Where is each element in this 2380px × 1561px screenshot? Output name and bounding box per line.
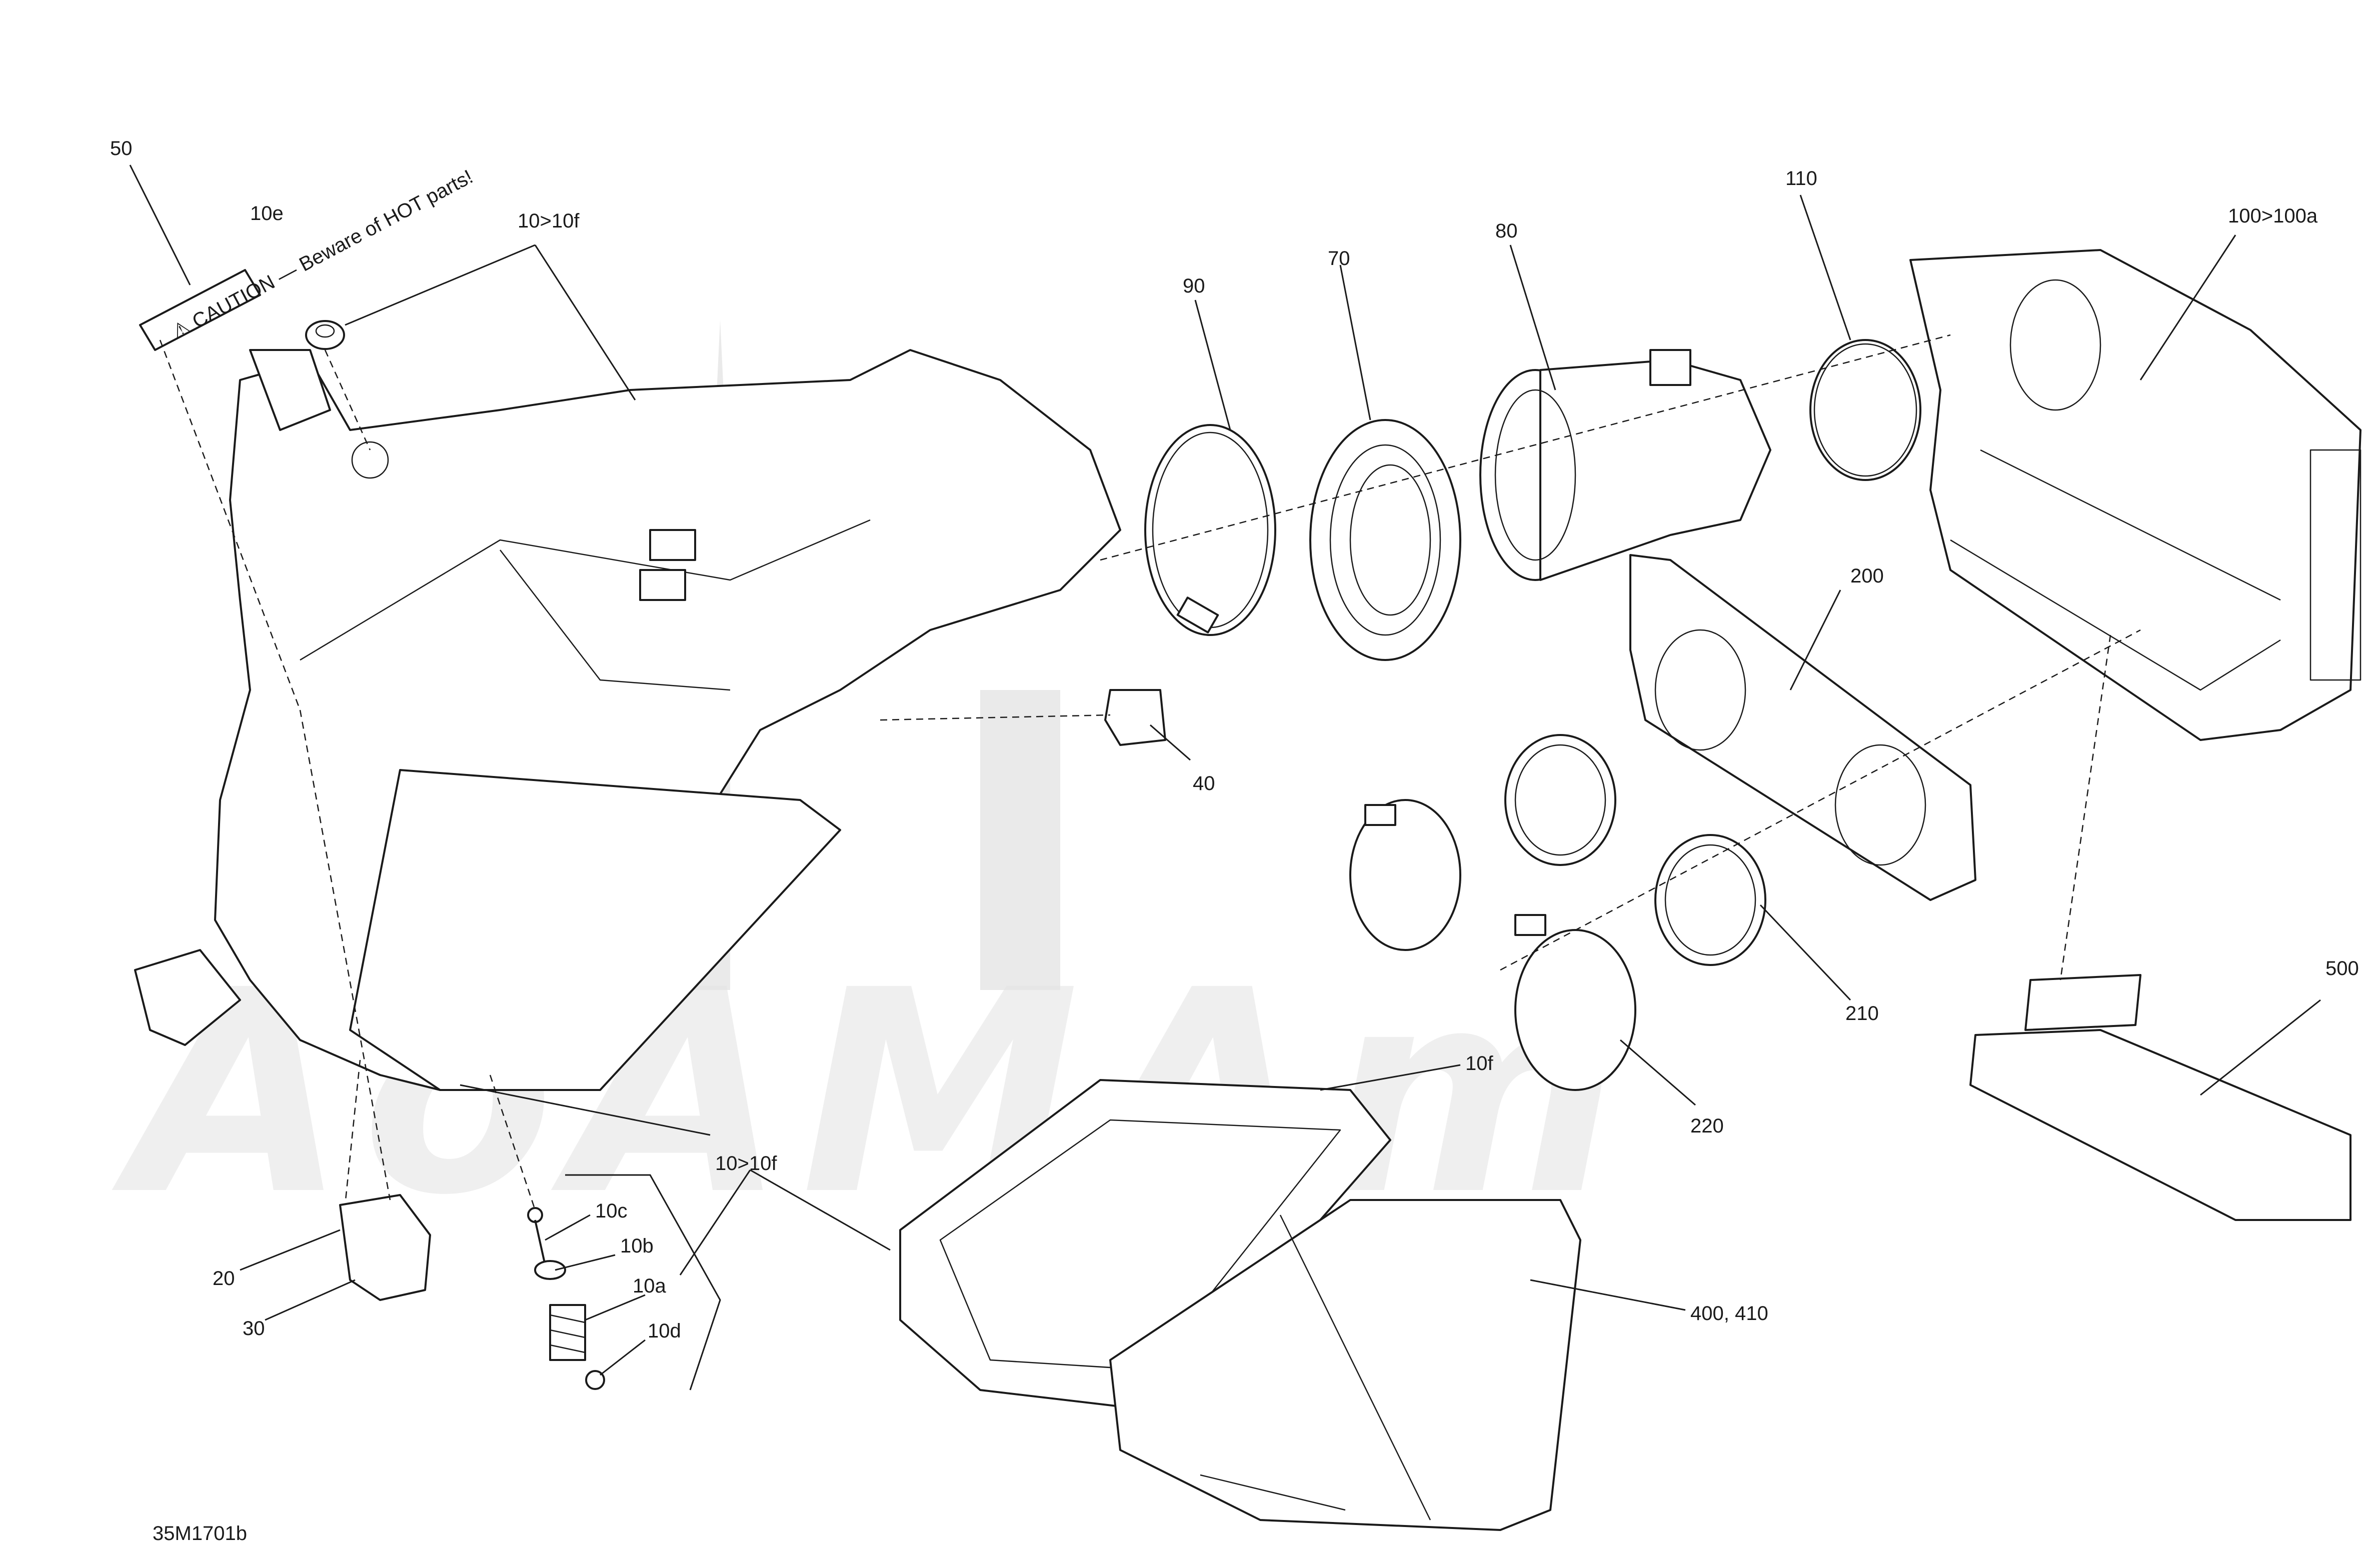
air-filter-400 xyxy=(1109,1199,1581,1531)
airbox-cover-100 xyxy=(1909,249,2361,741)
plate-200 xyxy=(1629,554,1976,901)
o-ring-110 xyxy=(1809,339,1921,481)
clamp-40 xyxy=(1104,689,1166,746)
callout-10b: 10b xyxy=(620,1235,654,1257)
callout-10f: 10f xyxy=(1465,1052,1493,1074)
clamp-220-a xyxy=(1349,799,1461,951)
callout-10e: 10e xyxy=(250,202,284,224)
callout-220: 220 xyxy=(1690,1115,1724,1137)
callout-30: 30 xyxy=(243,1318,265,1340)
callout-20: 20 xyxy=(213,1268,235,1290)
assembly-axes xyxy=(159,334,2141,1210)
callout-400-410: 400, 410 xyxy=(1690,1302,1768,1324)
callout-80: 80 xyxy=(1495,220,1518,242)
callout-10a: 10a xyxy=(633,1275,666,1297)
callout-100-100a: 100>100a xyxy=(2228,205,2318,227)
airbox-housing xyxy=(134,349,1121,1091)
sleeve-210-a xyxy=(1504,734,1616,866)
callout-50: 50 xyxy=(110,138,133,160)
drawing-number: 35M1701b xyxy=(153,1522,247,1544)
caution-decal: ⚠ CAUTION — Beware of HOT parts! xyxy=(139,166,477,351)
intake-tube-80 xyxy=(1479,349,1771,581)
sleeve-210-b xyxy=(1654,834,1766,966)
callout-90: 90 xyxy=(1183,275,1205,297)
decal-text: ⚠ CAUTION — Beware of HOT parts! xyxy=(168,166,477,344)
callout-10c: 10c xyxy=(595,1200,628,1222)
grommet-10e xyxy=(305,320,345,350)
tape-500 xyxy=(1969,974,2351,1221)
clip-20-30 xyxy=(339,1194,431,1301)
callout-70: 70 xyxy=(1328,248,1350,270)
callout-110: 110 xyxy=(1785,168,1817,190)
callout-200: 200 xyxy=(1850,565,1884,587)
adaptor-70 xyxy=(1309,419,1461,661)
callout-10d: 10d xyxy=(648,1320,681,1342)
callout-210: 210 xyxy=(1845,1002,1879,1024)
clamp-90 xyxy=(1144,424,1276,636)
callout-10-10f-bottom: 10>10f xyxy=(715,1152,777,1174)
hardware-10a-10d xyxy=(527,1207,605,1390)
callout-500: 500 xyxy=(2325,958,2359,980)
callout-40: 40 xyxy=(1193,772,1215,794)
callout-10-10f-top: 10>10f xyxy=(518,210,580,232)
leader-lines xyxy=(129,164,2321,1390)
callout-labels: 50 10e 10>10f 90 70 80 110 100>100a 200 … xyxy=(110,138,2359,1544)
